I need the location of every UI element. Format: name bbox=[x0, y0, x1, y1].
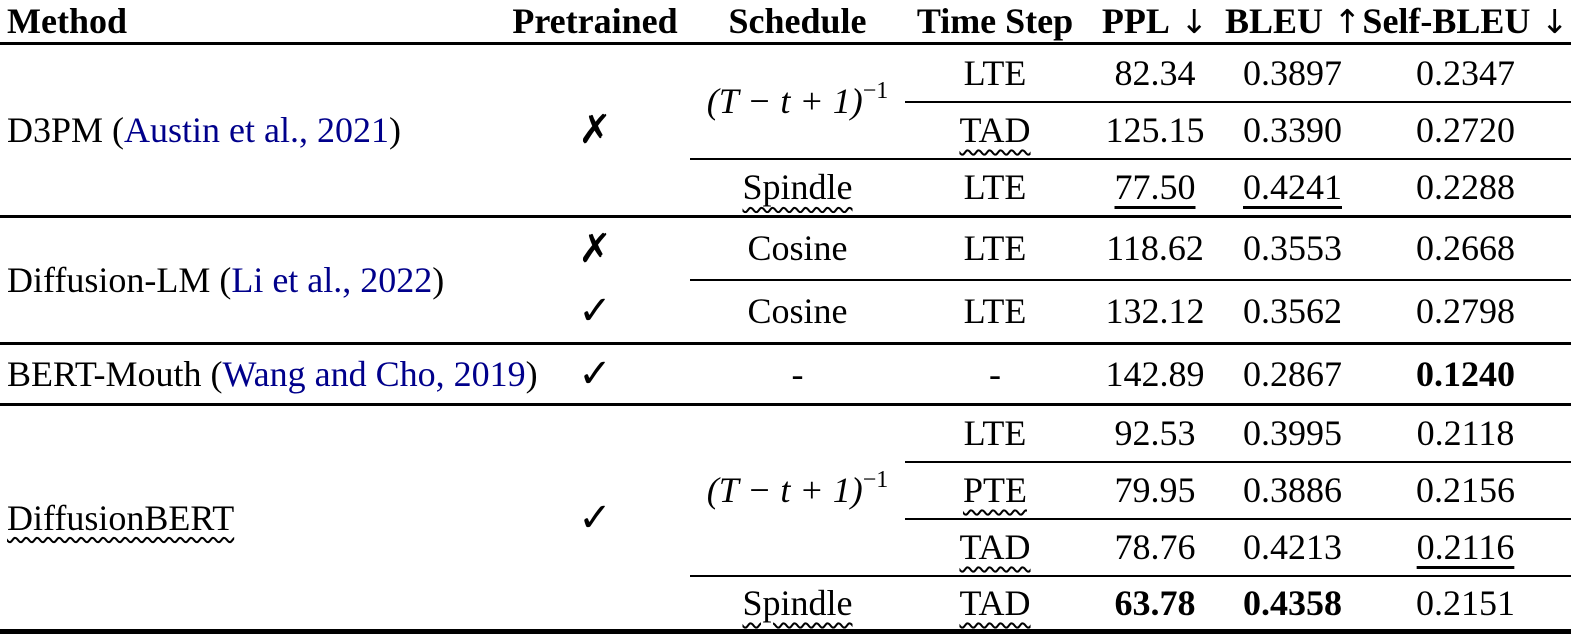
schedule-formula: (T − t + 1)−1 bbox=[706, 467, 889, 511]
table-row: D3PM (Austin et al., 2021) ✗ (T − t + 1)… bbox=[0, 43, 1571, 218]
method-cell-diffusionbert: DiffusionBERT bbox=[7, 497, 235, 538]
col-header-ppl: PPL ↓ bbox=[1085, 0, 1225, 45]
self-bleu-value: 0.1240 bbox=[1360, 343, 1571, 406]
self-bleu-value: 0.2288 bbox=[1360, 158, 1571, 218]
schedule-cell: (T − t + 1)−1 bbox=[690, 43, 905, 160]
pretrained-mark: ✗ bbox=[500, 217, 690, 280]
bleu-value: 0.3553 bbox=[1225, 216, 1360, 281]
cross-icon: ✗ bbox=[578, 107, 612, 153]
check-icon: ✓ bbox=[578, 287, 612, 334]
ppl-value: 63.78 bbox=[1114, 582, 1196, 623]
pretrained-mark: ✓ bbox=[500, 405, 690, 632]
col-header-timestep: Time Step bbox=[905, 0, 1085, 45]
ppl-value: 125.15 bbox=[1085, 101, 1225, 160]
bleu-value: 0.3886 bbox=[1225, 461, 1360, 520]
ppl-value: 92.53 bbox=[1085, 404, 1225, 463]
timestep-value: LTE bbox=[905, 158, 1085, 218]
bleu-value: 0.3897 bbox=[1225, 43, 1360, 103]
col-header-pretrained: Pretrained bbox=[500, 0, 690, 45]
bleu-value: 0.3995 bbox=[1225, 404, 1360, 463]
citation-link[interactable]: Austin et al., 2021 bbox=[124, 110, 390, 150]
schedule-cell: Cosine bbox=[690, 279, 905, 345]
ppl-value: 142.89 bbox=[1085, 343, 1225, 406]
method-cell-diffusion-lm: Diffusion-LM (Li et al., 2022) bbox=[0, 216, 500, 345]
col-header-schedule: Schedule bbox=[690, 0, 905, 45]
bleu-value: 0.4241 bbox=[1225, 158, 1360, 218]
pretrained-mark: ✓ bbox=[500, 343, 690, 406]
cross-icon: ✗ bbox=[578, 225, 612, 272]
bleu-value: 0.4213 bbox=[1225, 518, 1360, 577]
citation-link[interactable]: Wang and Cho, 2019 bbox=[222, 354, 526, 394]
self-bleu-value: 0.2720 bbox=[1360, 101, 1571, 160]
table-row: TAD 125.15 0.3390 0.2720 bbox=[0, 101, 1571, 160]
ppl-value: 118.62 bbox=[1085, 216, 1225, 281]
self-bleu-value: 0.2156 bbox=[1360, 461, 1571, 520]
col-header-bleu: BLEU ↑ bbox=[1225, 0, 1362, 45]
timestep-value: TAD bbox=[905, 101, 1085, 160]
pretrained-mark: ✓ bbox=[500, 279, 690, 345]
method-cell-bert-mouth: BERT-Mouth (Wang and Cho, 2019) bbox=[0, 343, 538, 406]
pretrained-mark: ✗ bbox=[500, 43, 690, 218]
table-row: Diffusion-LM (Li et al., 2022) ✗ Cosine … bbox=[0, 216, 1571, 345]
timestep-value: LTE bbox=[905, 404, 1085, 463]
table-row: BERT-Mouth (Wang and Cho, 2019) ✓ - - 14… bbox=[0, 343, 1571, 406]
header-row: Method Pretrained Schedule Time Step PPL… bbox=[0, 0, 1571, 45]
method-cell-d3pm: D3PM (Austin et al., 2021) bbox=[0, 43, 500, 218]
col-header-method: Method bbox=[0, 0, 500, 45]
self-bleu-value: 0.2116 bbox=[1360, 518, 1571, 577]
timestep-value: TAD bbox=[905, 518, 1085, 577]
ppl-value: 79.95 bbox=[1085, 461, 1225, 520]
schedule-cell: Spindle bbox=[690, 158, 905, 218]
self-bleu-value: 0.2151 bbox=[1416, 582, 1515, 623]
self-bleu-value: 0.2118 bbox=[1360, 404, 1571, 463]
citation-link[interactable]: Li et al., 2022 bbox=[231, 260, 433, 300]
bleu-value: 0.2867 bbox=[1225, 343, 1360, 406]
timestep-value: TAD bbox=[959, 582, 1031, 623]
timestep-value: PTE bbox=[905, 461, 1085, 520]
bleu-value: 0.3390 bbox=[1225, 101, 1360, 160]
col-header-self-bleu: Self-BLEU ↓ bbox=[1360, 0, 1571, 45]
down-arrow-icon: ↓ bbox=[1530, 2, 1569, 41]
table-row: Spindle TAD 63.78 0.4358 0.2151 bbox=[0, 576, 1571, 632]
down-arrow-icon: ↓ bbox=[1169, 2, 1209, 41]
timestep-value: LTE bbox=[905, 216, 1085, 281]
ppl-value: 132.12 bbox=[1085, 279, 1225, 345]
schedule-cell: Spindle bbox=[742, 582, 853, 623]
table-row: Spindle LTE 77.50 0.4241 0.2288 bbox=[0, 158, 1571, 218]
timestep-value: LTE bbox=[905, 279, 1085, 345]
ppl-value: 82.34 bbox=[1085, 43, 1225, 103]
bleu-value: 0.4358 bbox=[1243, 582, 1342, 623]
table-row: DiffusionBERT ✓ (T − t + 1)−1 LTE 92.53 … bbox=[0, 404, 1571, 577]
schedule-formula: (T − t + 1)−1 bbox=[706, 78, 889, 122]
schedule-cell: - bbox=[690, 343, 905, 406]
up-arrow-icon: ↑ bbox=[1323, 2, 1362, 41]
schedule-cell: Cosine bbox=[690, 216, 905, 281]
timestep-value: - bbox=[905, 343, 1085, 406]
ppl-value: 78.76 bbox=[1085, 518, 1225, 577]
schedule-cell: (T − t + 1)−1 bbox=[690, 404, 905, 577]
self-bleu-value: 0.2668 bbox=[1360, 216, 1571, 281]
ppl-value: 77.50 bbox=[1085, 158, 1225, 218]
self-bleu-value: 0.2347 bbox=[1360, 43, 1571, 103]
check-icon: ✓ bbox=[578, 494, 612, 541]
self-bleu-value: 0.2798 bbox=[1360, 279, 1571, 345]
timestep-value: LTE bbox=[905, 43, 1085, 103]
bleu-value: 0.3562 bbox=[1225, 279, 1360, 345]
table-row: ✓ Cosine LTE 132.12 0.3562 0.2798 bbox=[0, 279, 1571, 345]
table-row: PTE 79.95 0.3886 0.2156 bbox=[0, 461, 1571, 520]
check-icon: ✓ bbox=[578, 351, 612, 397]
table-row: TAD 78.76 0.4213 0.2116 bbox=[0, 518, 1571, 577]
